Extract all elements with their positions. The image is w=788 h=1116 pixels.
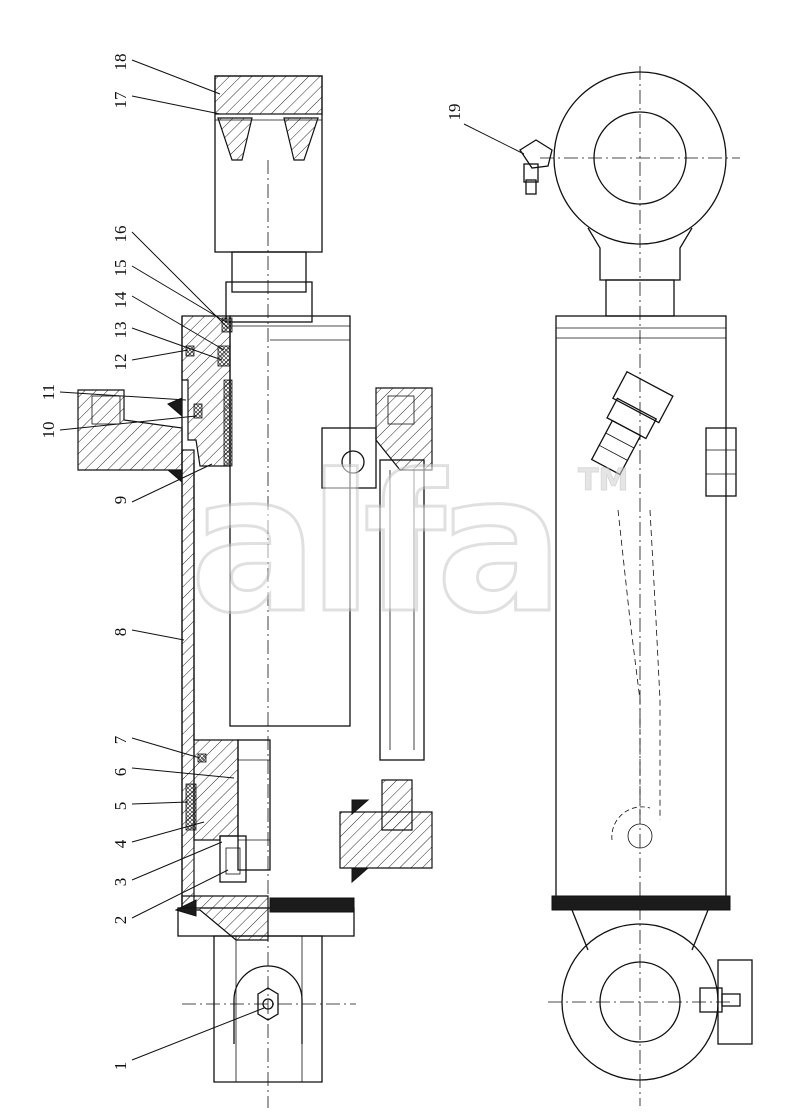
watermark-text: alfa bbox=[190, 434, 554, 655]
pipe-fitting-top-bore bbox=[387, 395, 415, 425]
rod-end-nut bbox=[214, 75, 323, 115]
bottom-collar-band bbox=[269, 897, 355, 913]
callout-5: 5 bbox=[111, 802, 130, 811]
callout-3: 3 bbox=[111, 878, 130, 887]
exterior-view bbox=[519, 66, 753, 1106]
callout-11: 11 bbox=[39, 384, 58, 400]
hose-fitting-nut bbox=[612, 370, 674, 424]
grease-nipple-hex bbox=[257, 987, 279, 1021]
piston-rod bbox=[229, 315, 351, 727]
callout-13: 13 bbox=[111, 322, 130, 339]
bottom-boss bbox=[717, 959, 753, 1045]
weld-bead-right-bottom bbox=[351, 799, 370, 816]
callout-8: 8 bbox=[111, 628, 130, 637]
rod-thread-end bbox=[237, 739, 271, 871]
rod-neck bbox=[231, 251, 307, 293]
guide-sleeve-9 bbox=[223, 379, 233, 467]
leader-lines bbox=[59, 59, 525, 1061]
callout-10: 10 bbox=[39, 422, 58, 439]
rod-end-washer-left bbox=[217, 117, 253, 161]
callout-2: 2 bbox=[111, 916, 130, 925]
mount-hole bbox=[341, 450, 365, 474]
side-boss bbox=[705, 427, 737, 497]
clevis-body bbox=[213, 935, 323, 1083]
callout-18: 18 bbox=[111, 54, 130, 71]
watermark-trademark: TM bbox=[578, 463, 628, 498]
seal-14 bbox=[217, 345, 231, 367]
barrel-bottom-band bbox=[551, 895, 731, 911]
callout-9: 9 bbox=[111, 496, 130, 505]
callout-4: 4 bbox=[111, 839, 130, 848]
callout-19: 19 bbox=[445, 104, 464, 121]
sectional-view bbox=[77, 75, 433, 1108]
rod-end-washer-right bbox=[283, 117, 319, 161]
weld-bead-left-bottom bbox=[166, 469, 183, 484]
seal-13 bbox=[185, 345, 195, 357]
port-fitting-left bbox=[77, 389, 183, 471]
clevis-pin-slot bbox=[233, 965, 303, 1044]
piston-nut bbox=[219, 835, 247, 883]
weld-bead-left-top bbox=[167, 397, 183, 418]
watermark-logo: alfa TM bbox=[188, 433, 628, 657]
callout-14: 14 bbox=[111, 291, 130, 309]
callout-15: 15 bbox=[111, 260, 130, 277]
grease-nipple-19 bbox=[519, 139, 553, 169]
callout-16: 16 bbox=[111, 226, 130, 243]
part-callouts: 1 2 3 4 5 6 7 8 9 10 11 12 13 14 15 16 1… bbox=[39, 54, 464, 1071]
callout-1: 1 bbox=[111, 1062, 130, 1071]
lower-port bbox=[627, 823, 653, 849]
rod-neck-lower bbox=[225, 281, 313, 323]
mount-block bbox=[321, 427, 377, 489]
bottom-grease-nipple bbox=[699, 987, 723, 1013]
piston-ring-7 bbox=[197, 753, 207, 763]
callout-17: 17 bbox=[111, 91, 130, 109]
callout-12: 12 bbox=[111, 354, 130, 371]
seal-10 bbox=[193, 403, 203, 419]
callout-6: 6 bbox=[111, 768, 130, 777]
seal-16 bbox=[221, 317, 233, 333]
bottom-eye-neck bbox=[571, 909, 709, 951]
barrel bbox=[555, 315, 727, 907]
piston-seal-5 bbox=[185, 783, 197, 831]
callout-7: 7 bbox=[111, 735, 130, 744]
port-bore bbox=[91, 395, 121, 425]
hidden-pipe bbox=[617, 509, 641, 820]
